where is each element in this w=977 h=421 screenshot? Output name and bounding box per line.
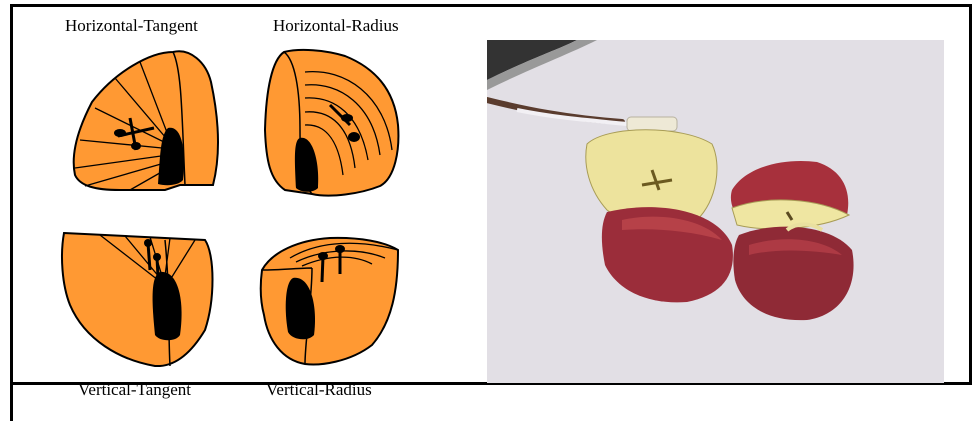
diagram-vertical-tangent bbox=[62, 233, 213, 366]
diagram-horizontal-tangent bbox=[74, 51, 218, 190]
apple-photo bbox=[487, 40, 944, 383]
diagram-horizontal-radius bbox=[265, 50, 398, 196]
diagram-vertical-radius bbox=[261, 238, 398, 365]
